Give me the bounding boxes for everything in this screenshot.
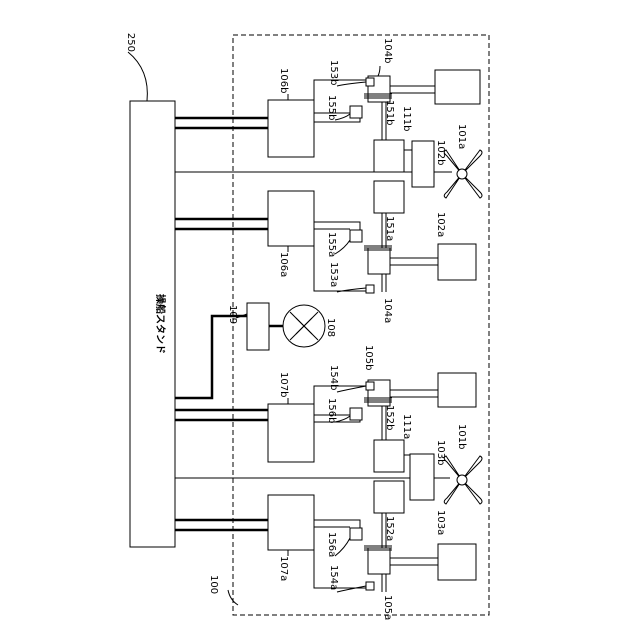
motor-111b <box>374 140 404 172</box>
engine-103a <box>438 544 476 580</box>
wire-106a-153a-b <box>314 238 366 291</box>
label-107b: 107b <box>278 372 289 397</box>
controller-107b <box>268 404 314 462</box>
label-153b: 153b <box>328 60 339 85</box>
label-105a: 105a <box>382 595 393 620</box>
label-155b: 155b <box>326 95 337 120</box>
motor-111a-top <box>374 181 404 213</box>
shaft-105a-103a <box>390 558 438 565</box>
label-101a: 101a <box>456 124 467 149</box>
label-109: 109 <box>227 305 238 324</box>
shaft-104b-101b <box>390 86 435 93</box>
controller-106b <box>268 100 314 157</box>
engine-102a <box>438 244 476 280</box>
label-103b: 103b <box>435 440 446 465</box>
sensor-155a <box>350 230 362 242</box>
label-104b: 104b <box>382 38 393 63</box>
motor-152b <box>374 440 404 472</box>
wire-107b-154b <box>314 386 366 410</box>
control-stand-label: 操船スタンド <box>154 294 167 354</box>
label-156b: 156b <box>326 398 337 423</box>
label-101b: 101b <box>456 424 467 449</box>
sensor-154a <box>366 582 374 590</box>
shaft-104a-102a <box>390 258 438 265</box>
label-151b: 151b <box>384 100 395 125</box>
label-151a: 151a <box>384 216 395 241</box>
label-108: 108 <box>325 318 336 337</box>
engine-103b <box>438 373 476 407</box>
label-156a: 156a <box>326 532 337 557</box>
generator-111a <box>410 454 434 500</box>
controller-109 <box>247 303 269 350</box>
label-104a: 104a <box>382 298 393 323</box>
sensor-153b <box>366 78 374 86</box>
sensor-155b <box>350 106 362 118</box>
control-stand <box>130 101 175 547</box>
label-107a: 107a <box>278 556 289 581</box>
sensor-154b <box>366 382 374 390</box>
label-154b: 154b <box>328 365 339 390</box>
controller-107a <box>268 495 314 550</box>
leader-104b <box>378 66 380 76</box>
label-106b: 106b <box>278 68 289 93</box>
shaft-105b-103b <box>390 390 438 397</box>
sensor-156a <box>350 528 362 540</box>
label-154a: 154a <box>328 565 339 590</box>
leader-250 <box>128 52 147 101</box>
motor-152a <box>374 481 404 513</box>
gear-unit-104a <box>368 248 390 274</box>
wire-stand-109 <box>175 316 247 398</box>
sensor-153a <box>366 285 374 293</box>
label-102a: 102a <box>435 212 446 237</box>
gear-unit-105a <box>368 548 390 574</box>
engine-101b-top <box>435 70 480 104</box>
shaft-104a-down <box>382 274 386 292</box>
label-152b: 152b <box>384 405 395 430</box>
leader-154a <box>337 586 366 592</box>
wire-107a-154a-b <box>314 538 366 588</box>
label-106a: 106a <box>278 252 289 277</box>
propeller-101b <box>444 456 482 504</box>
label-153a: 153a <box>328 262 339 287</box>
leader-153b <box>337 82 366 86</box>
label-250: 250 <box>125 33 136 52</box>
label-105b: 105b <box>363 345 374 370</box>
label-100: 100 <box>208 575 219 594</box>
leader-154b <box>337 386 366 392</box>
sensor-156b <box>350 408 362 420</box>
propeller-101a <box>444 150 482 198</box>
thruster-108 <box>283 305 325 347</box>
shaft-105a-down <box>382 574 386 592</box>
generator-102b <box>412 141 434 187</box>
label-111b: 111b <box>401 106 412 131</box>
label-152a: 152a <box>384 516 395 541</box>
label-103a: 103a <box>435 510 446 535</box>
controller-106a <box>268 191 314 246</box>
label-111a: 111a <box>401 414 412 439</box>
